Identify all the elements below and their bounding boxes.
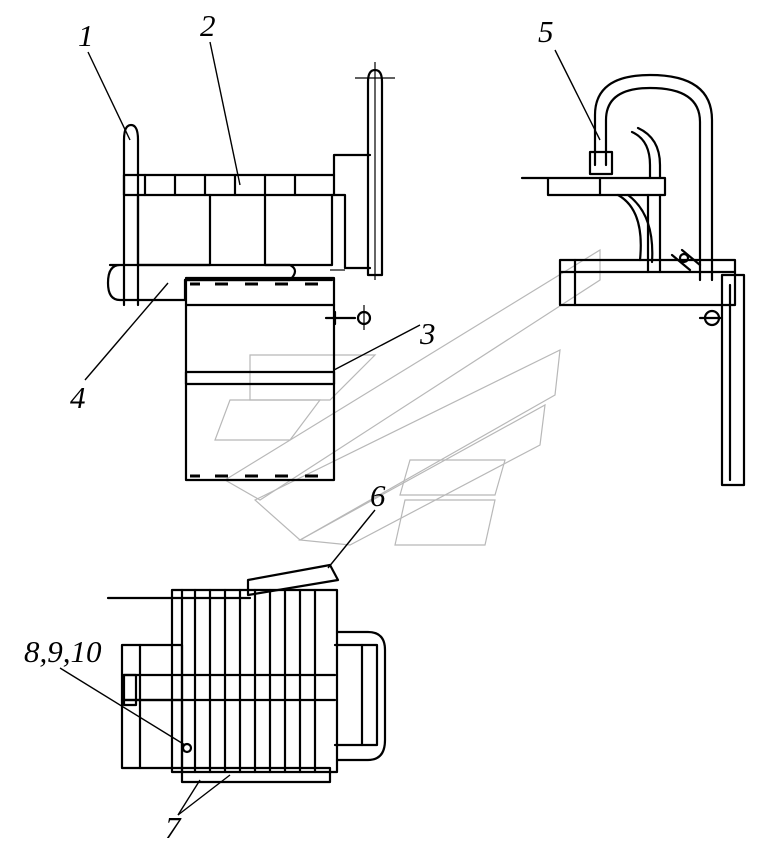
- leader-5: [554, 49, 601, 141]
- callout-4: 4: [70, 380, 86, 415]
- leader-lines: [59, 41, 601, 816]
- callout-7: 7: [165, 810, 182, 845]
- leader-4: [84, 282, 169, 381]
- callouts: 1 2 3 4 5 6 7 8,9,10: [24, 8, 554, 845]
- leader-8910: [59, 667, 186, 746]
- side-view: [520, 73, 746, 487]
- callout-1: 1: [78, 18, 94, 53]
- leader-7a: [177, 774, 231, 816]
- leader-2: [209, 41, 241, 186]
- front-view: [106, 62, 395, 482]
- leader-6: [327, 509, 376, 569]
- callout-2: 2: [200, 8, 216, 43]
- leader-1: [87, 51, 131, 141]
- callout-8-9-10: 8,9,10: [24, 634, 102, 669]
- callout-6: 6: [370, 478, 386, 513]
- callout-3: 3: [419, 316, 436, 351]
- leader-3: [333, 324, 421, 371]
- callout-5: 5: [538, 14, 554, 49]
- top-view: [106, 563, 387, 784]
- leader-7b: [177, 779, 201, 816]
- watermark-logo: [214, 248, 601, 546]
